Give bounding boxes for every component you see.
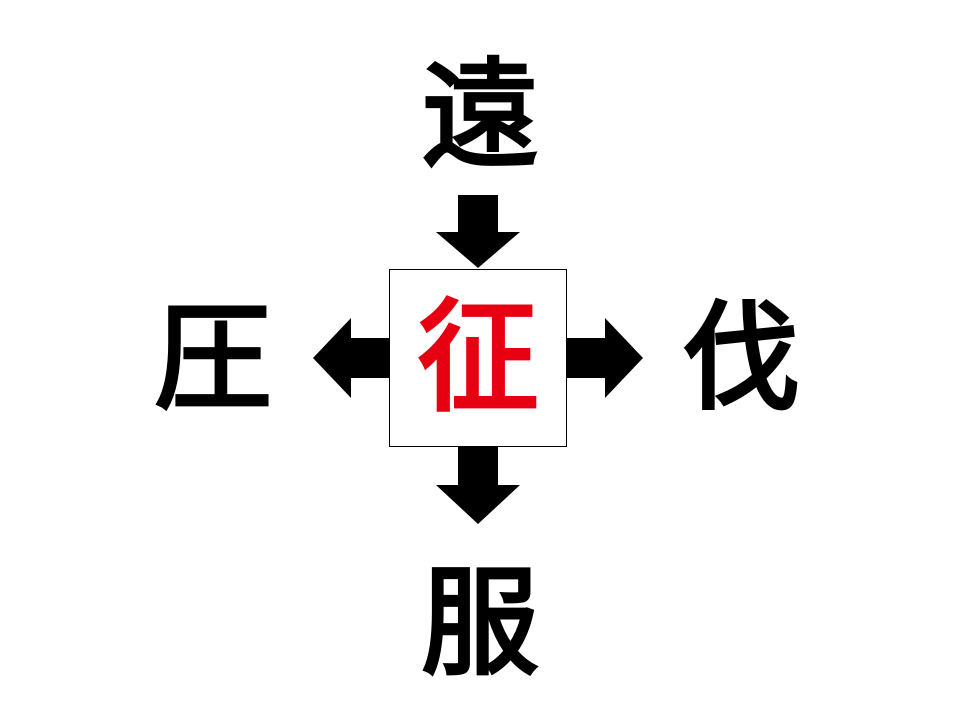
top-kanji: 遠 bbox=[420, 46, 539, 184]
answer-kanji: 征 bbox=[417, 287, 539, 429]
arrow-down-top-icon bbox=[436, 195, 520, 268]
arrow-right-icon bbox=[567, 318, 643, 398]
answer-box: 征 bbox=[389, 269, 567, 447]
arrow-down-bottom-icon bbox=[436, 447, 520, 524]
left-kanji: 圧 bbox=[153, 289, 272, 427]
right-kanji: 伐 bbox=[681, 289, 800, 427]
bottom-kanji: 服 bbox=[420, 554, 539, 692]
arrow-left-icon bbox=[313, 318, 389, 398]
